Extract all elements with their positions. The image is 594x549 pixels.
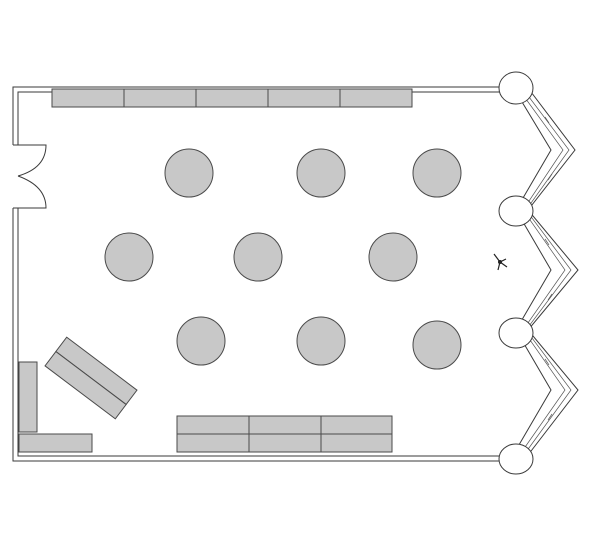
window-wall: [515, 87, 579, 456]
double-door: [13, 144, 47, 209]
round-table: [233, 232, 283, 282]
buffet-tables: [176, 415, 393, 453]
round-table: [296, 148, 346, 198]
counter-segment: [339, 88, 413, 108]
plant-icon: [493, 253, 508, 271]
round-table: [368, 232, 418, 282]
round-table: [104, 232, 154, 282]
counter-segment: [267, 88, 341, 108]
column: [498, 71, 534, 105]
column: [498, 317, 534, 349]
counter-segment: [51, 88, 125, 108]
round-table: [412, 148, 462, 198]
buffet-cell: [176, 415, 250, 435]
round-table: [296, 316, 346, 366]
round-table: [164, 148, 214, 198]
buffet-cell: [176, 433, 250, 453]
counter-segment: [123, 88, 197, 108]
corner-benches: [18, 361, 93, 453]
columns: [498, 71, 534, 475]
bench-vertical: [18, 361, 38, 433]
column: [498, 195, 534, 227]
round-table: [412, 320, 462, 370]
angled-table-half: [44, 350, 127, 420]
wall-counter: [51, 88, 413, 108]
buffet-cell: [320, 415, 393, 435]
buffet-cell: [248, 415, 322, 435]
angled-table: [44, 336, 138, 420]
buffet-cell: [248, 433, 322, 453]
round-tables: [104, 148, 462, 370]
counter-segment: [195, 88, 269, 108]
column: [498, 443, 534, 475]
round-table: [176, 316, 226, 366]
buffet-cell: [320, 433, 393, 453]
bench-horizontal: [18, 433, 93, 453]
